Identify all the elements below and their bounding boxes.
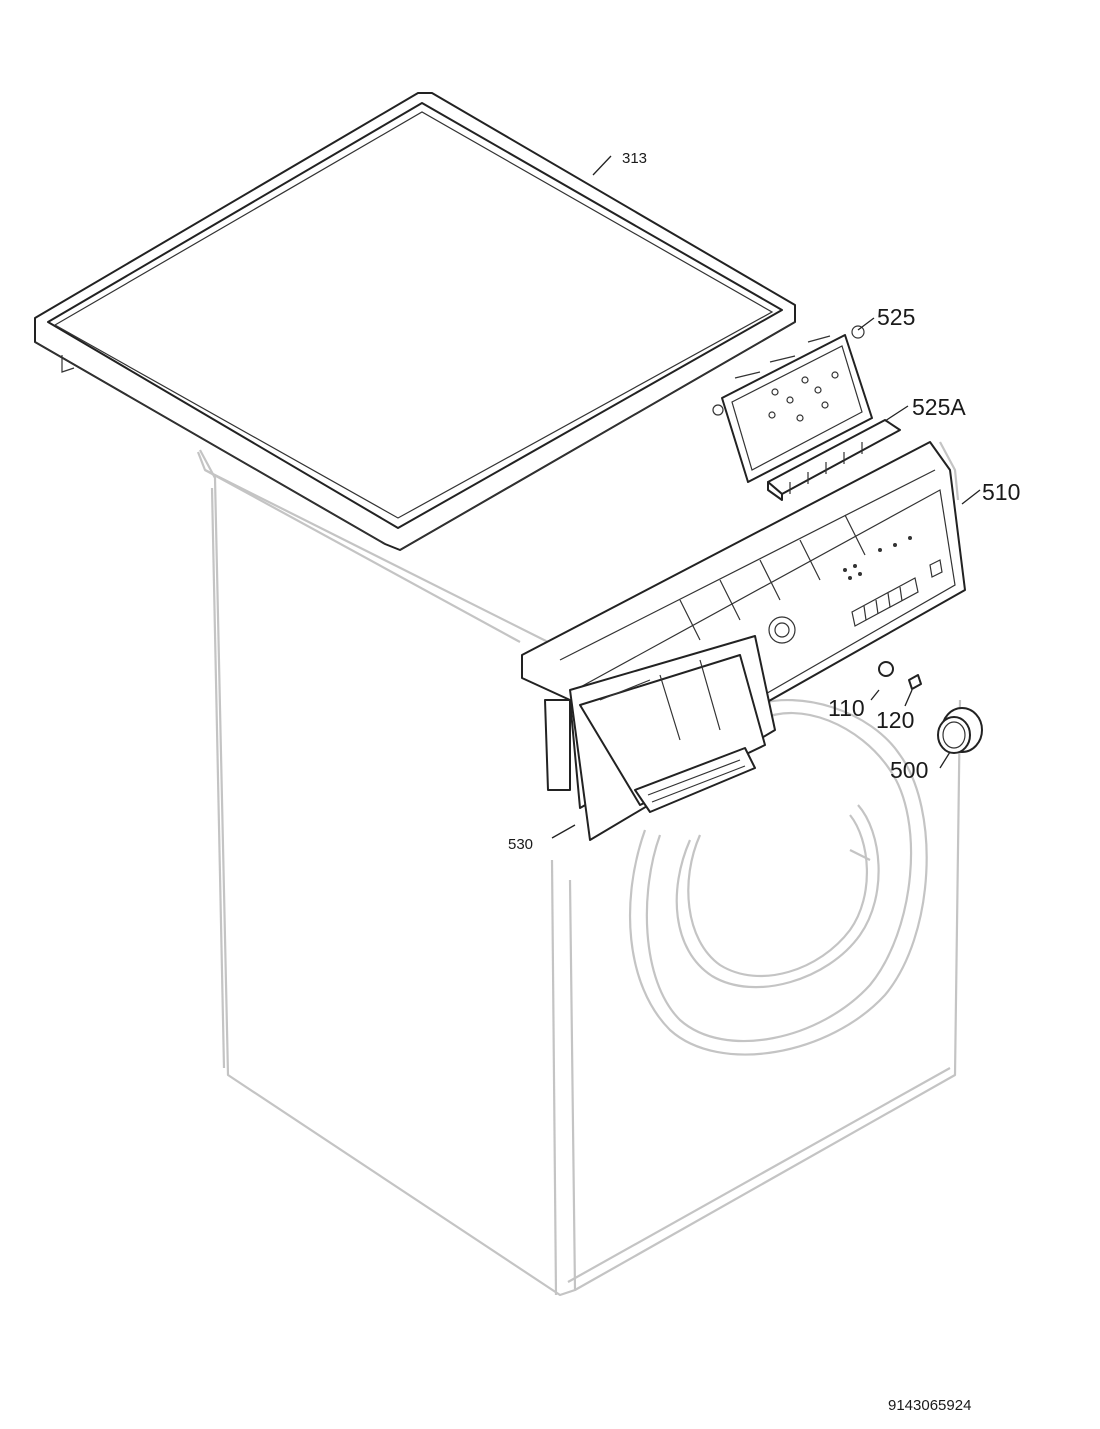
label-530: 530 bbox=[508, 836, 533, 853]
electronic-board-part bbox=[712, 325, 873, 483]
small-parts bbox=[878, 661, 983, 754]
document-code: 9143065924 bbox=[888, 1397, 971, 1414]
label-525a: 525A bbox=[912, 394, 966, 420]
label-525: 525 bbox=[877, 304, 915, 330]
label-510: 510 bbox=[982, 479, 1020, 505]
label-110: 110 bbox=[828, 695, 865, 721]
label-313: 313 bbox=[622, 150, 647, 167]
label-500: 500 bbox=[890, 757, 928, 783]
lid-part bbox=[34, 92, 796, 551]
knob-part bbox=[937, 707, 983, 754]
cabinet-body-ghost bbox=[196, 441, 962, 1297]
label-120: 120 bbox=[876, 707, 914, 733]
indicator-led-part bbox=[878, 661, 894, 677]
dispenser-drawer-part bbox=[569, 635, 776, 841]
button-strip-part bbox=[767, 419, 901, 501]
leader-lines bbox=[551, 155, 981, 839]
light-pipe-part bbox=[908, 674, 922, 690]
